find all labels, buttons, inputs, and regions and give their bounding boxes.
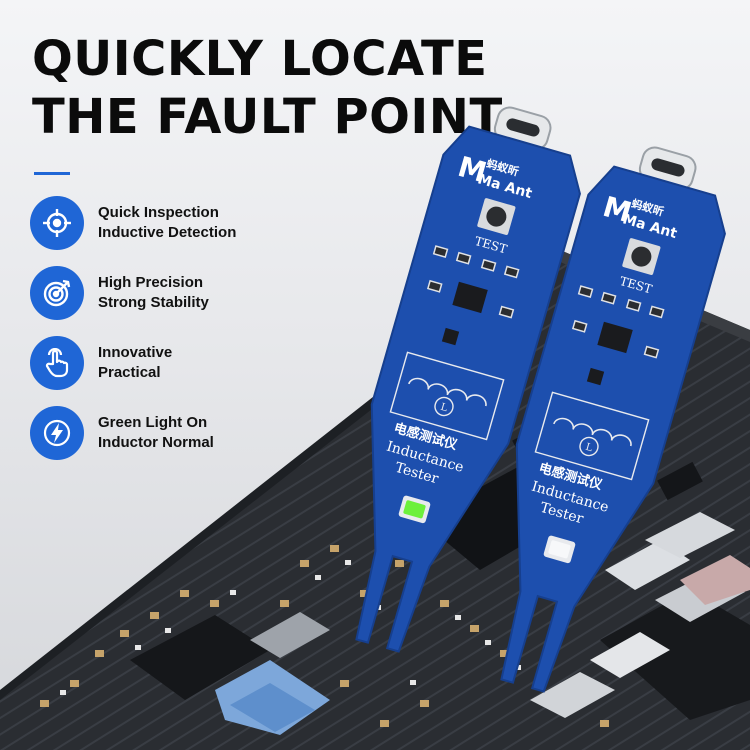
target-icon bbox=[30, 266, 84, 320]
pcb-board bbox=[500, 165, 726, 693]
headline-line-2: THE FAULT POINT bbox=[32, 89, 503, 145]
feature-line-2: Strong Stability bbox=[98, 294, 209, 311]
feature-item: Quick Inspection Inductive Detection bbox=[30, 188, 290, 258]
inductance-tester-left: M 蚂蚁昕 Ma Ant TEST L 电感测试仪 Inductance Tes bbox=[300, 90, 581, 690]
feature-line-1: High Precision bbox=[98, 274, 204, 291]
feature-line-2: Inductive Detection bbox=[98, 224, 237, 241]
headline: QUICKLY LOCATE THE FAULT POINT bbox=[32, 30, 503, 146]
headline-line-1: QUICKLY LOCATE bbox=[32, 31, 488, 87]
pcb-board bbox=[355, 125, 581, 653]
svg-text:L: L bbox=[584, 442, 594, 455]
feature-text: Innovative Practical bbox=[98, 343, 172, 383]
feature-item: Green Light On Inductor Normal bbox=[30, 398, 290, 468]
feature-line-2: Inductor Normal bbox=[98, 434, 214, 451]
feature-text: Quick Inspection Inductive Detection bbox=[98, 203, 236, 243]
svg-text:L: L bbox=[439, 402, 449, 415]
lightning-icon bbox=[30, 406, 84, 460]
feature-item: Innovative Practical bbox=[30, 328, 290, 398]
inductance-tester-right: M 蚂蚁昕 Ma Ant TEST L 电感测试仪 Inductance Tes… bbox=[445, 130, 726, 730]
feature-item: High Precision Strong Stability bbox=[30, 258, 290, 328]
feature-line-2: Practical bbox=[98, 364, 161, 381]
feature-text: High Precision Strong Stability bbox=[98, 273, 209, 313]
feature-line-1: Green Light On bbox=[98, 414, 208, 431]
headline-divider bbox=[34, 172, 70, 175]
pointer-hand-icon bbox=[30, 336, 84, 390]
feature-text: Green Light On Inductor Normal bbox=[98, 413, 214, 453]
feature-line-1: Innovative bbox=[98, 344, 173, 361]
crosshair-icon bbox=[30, 196, 84, 250]
feature-line-1: Quick Inspection bbox=[98, 204, 219, 221]
feature-list: Quick Inspection Inductive Detection Hig… bbox=[30, 188, 290, 468]
